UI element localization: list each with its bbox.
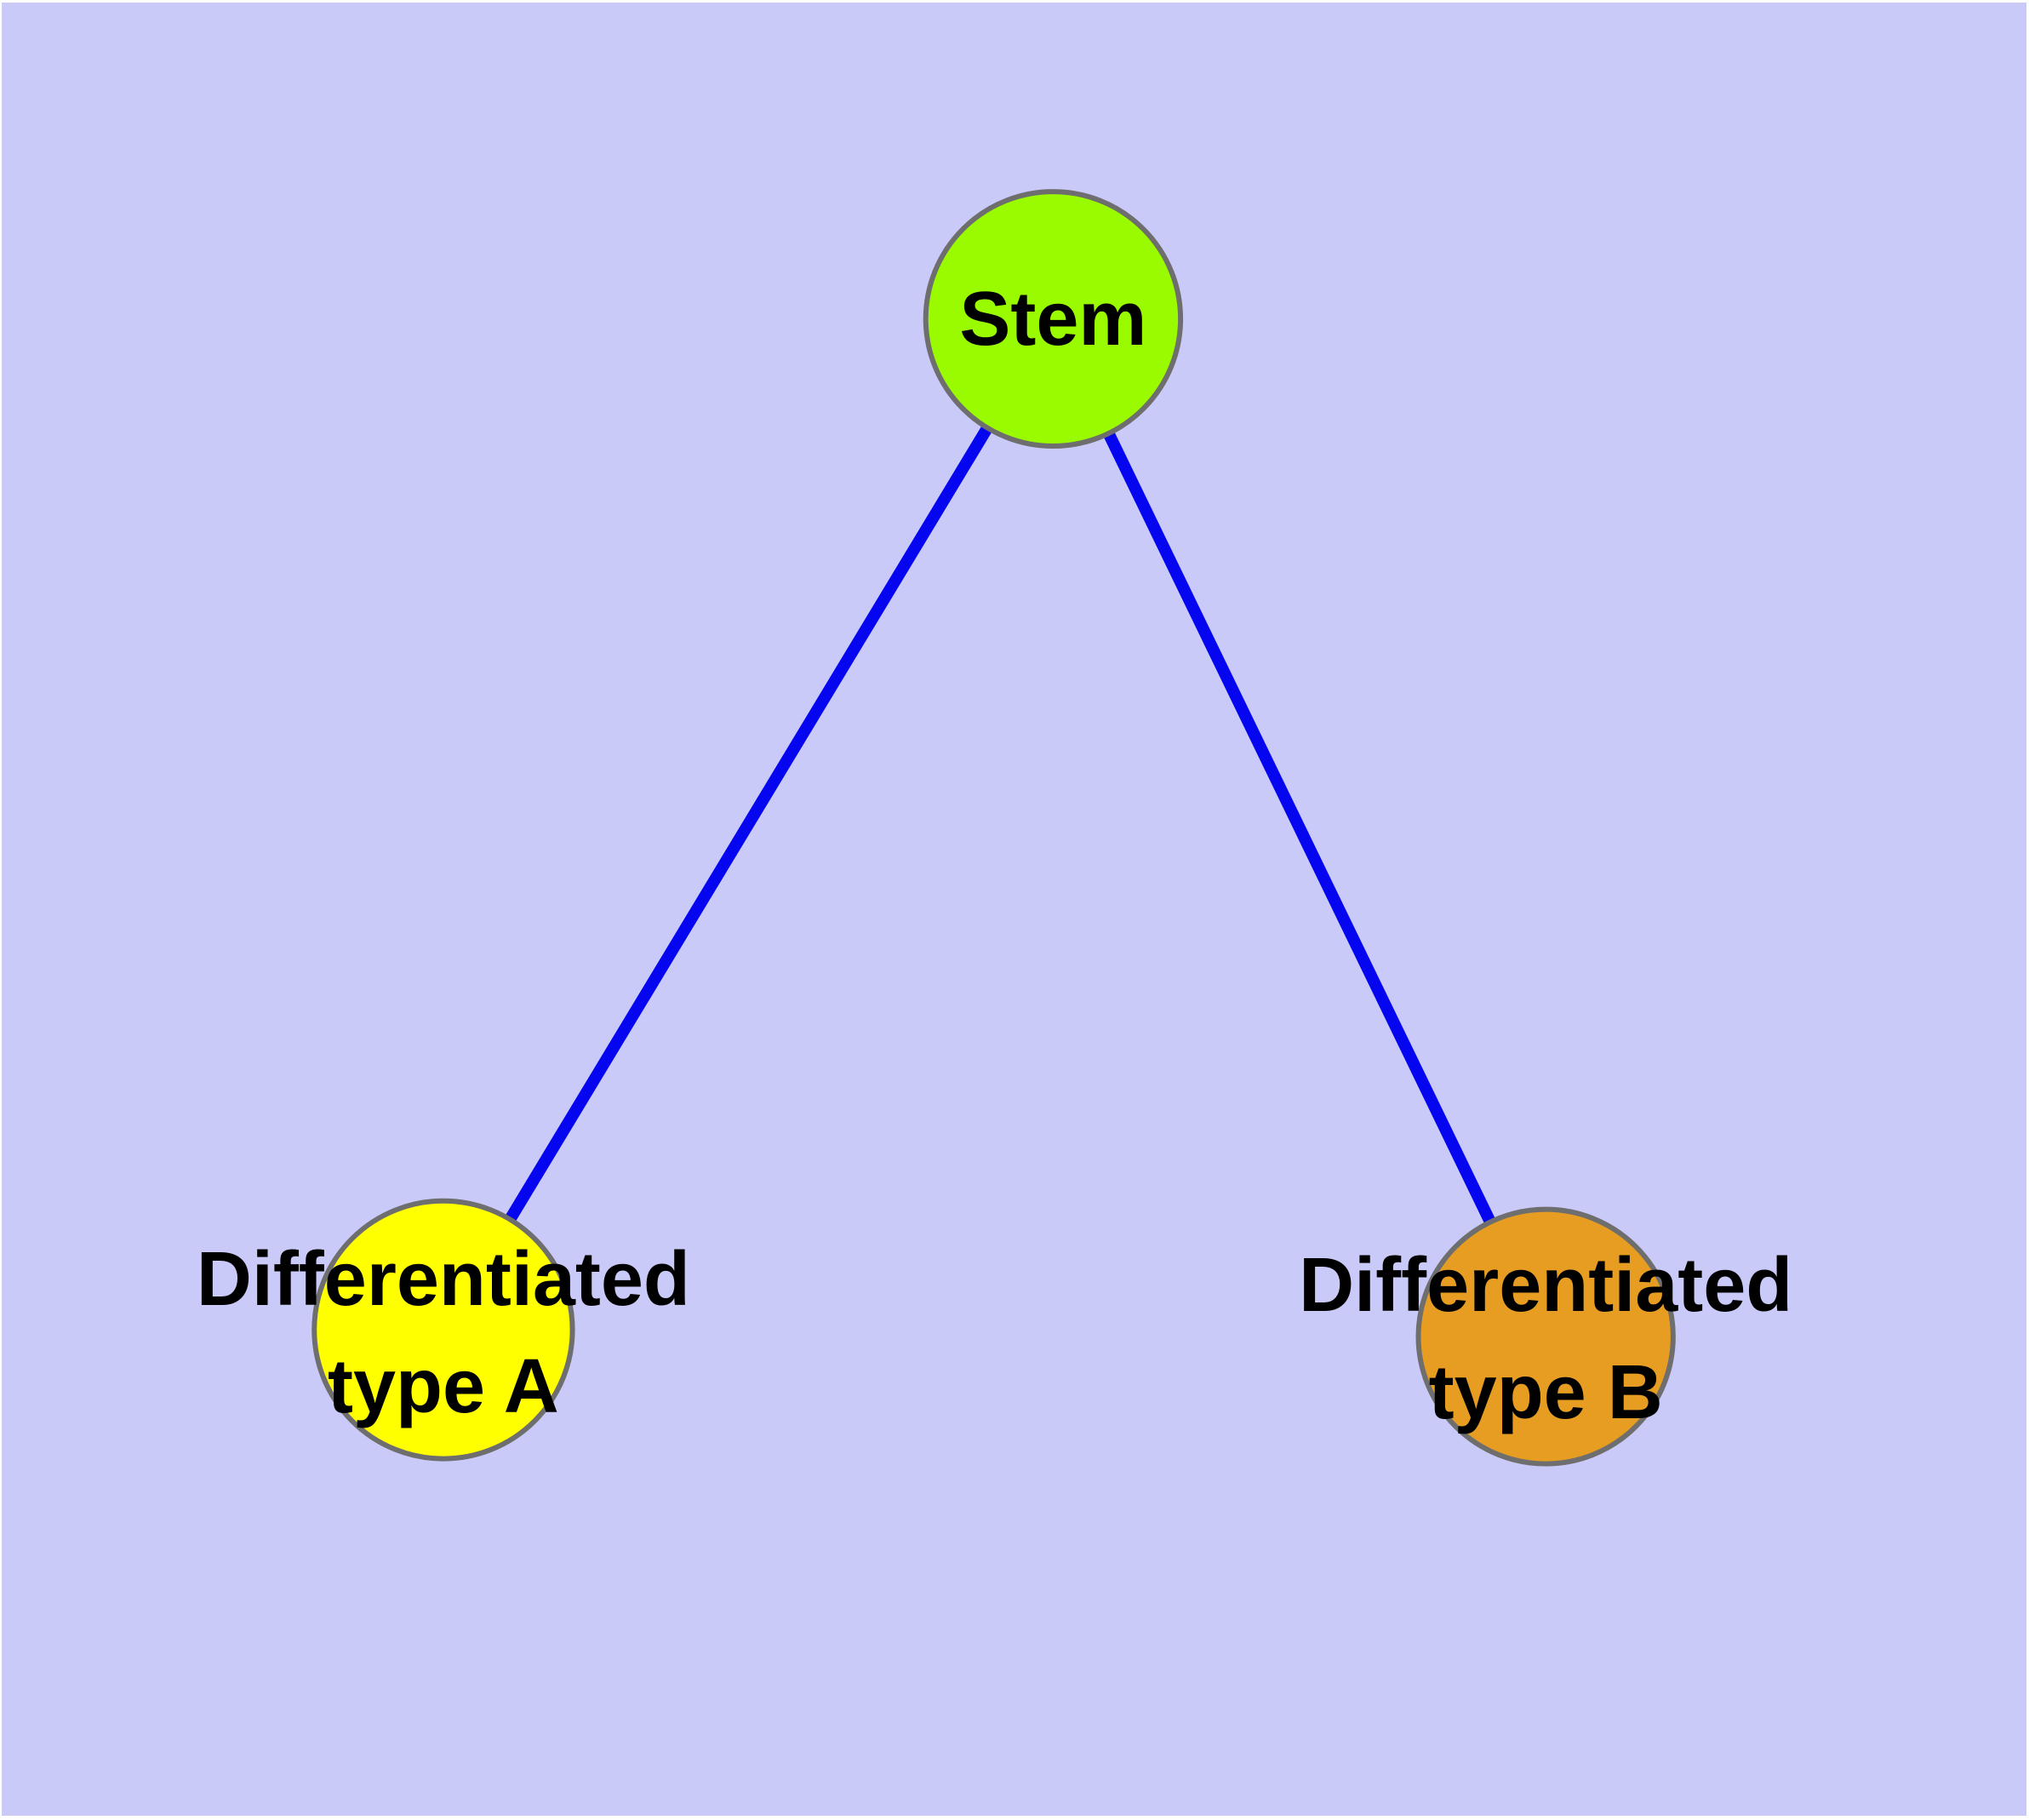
- node-stem-label: Stem: [959, 276, 1147, 362]
- node-stem-circle: [923, 189, 1184, 449]
- diagram-canvas: Stem Differentiated type A Differentiate…: [2, 3, 2026, 1816]
- node-type-a-label: Differentiated type A: [196, 1237, 690, 1430]
- node-type-b-label: Differentiated type B: [1299, 1243, 1793, 1436]
- node-type-a-circle: [311, 1198, 575, 1462]
- edge-stem-to-type-b: [1048, 316, 1552, 1340]
- node-type-b-circle: [1415, 1206, 1676, 1467]
- edge-stem-to-type-a: [437, 316, 1059, 1333]
- graph-svg: [2, 3, 2026, 1816]
